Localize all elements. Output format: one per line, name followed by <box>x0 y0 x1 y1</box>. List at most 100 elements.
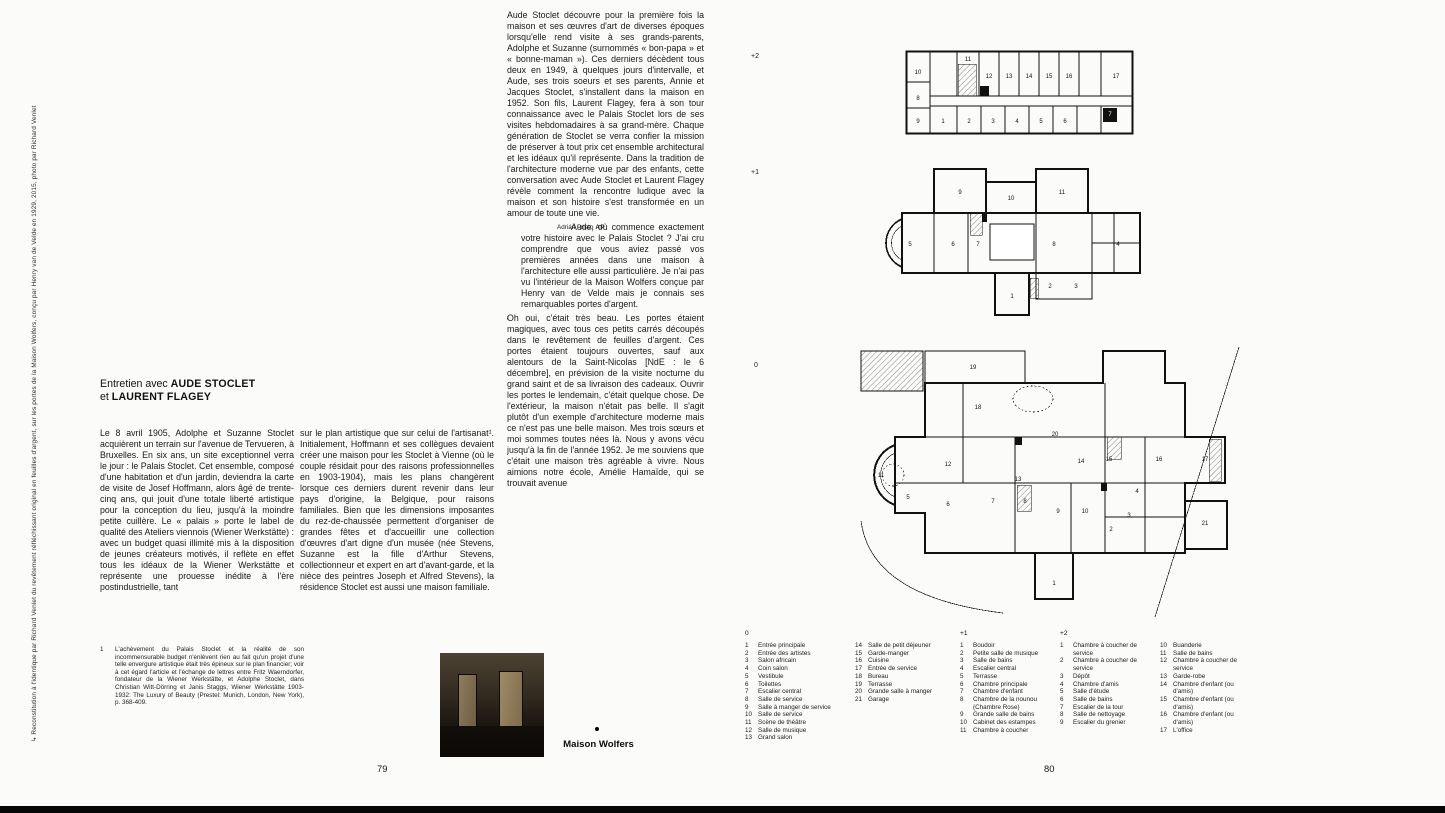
interview-question: Aude, où commence exactement votre histo… <box>521 222 704 309</box>
legend-item-number: 6 <box>960 680 964 688</box>
legend-item: 10 Salle de service <box>745 711 841 719</box>
interview-answer-block: Aude StocletAS Oh oui, c'était très beau… <box>507 313 704 489</box>
legend-item-label: Chambre à coucher de service <box>1073 657 1138 673</box>
article-column-3: Aude Stoclet découvre pour la première f… <box>507 10 704 630</box>
room-number: 16 <box>1156 457 1163 463</box>
legend-item-label: Garde-robe <box>1173 672 1206 680</box>
legend-item: 17 Entrée de service <box>855 665 945 673</box>
legend-item: 18 Bureau <box>855 673 945 681</box>
room-number: 14 <box>1026 74 1033 80</box>
article-column-2: sur le plan artistique que sur celui de … <box>300 428 494 592</box>
room-number: 11 <box>878 473 885 479</box>
legend-item-number: 18 <box>855 672 863 680</box>
legend-item-number: 5 <box>1060 688 1064 696</box>
photo-door-right <box>499 670 524 731</box>
legend-item-number: 17 <box>855 665 863 673</box>
room-number: 8 <box>1052 242 1056 248</box>
legend-item-number: 4 <box>960 665 964 673</box>
room-number: 3 <box>1074 284 1078 290</box>
room-number: 7 <box>991 499 995 505</box>
legend-item-label: Salle de bains <box>973 657 1013 665</box>
legend-item-number: 10 <box>745 711 753 719</box>
room-number: 17 <box>1202 457 1209 463</box>
legend-item-number: 11 <box>745 719 752 727</box>
legend-item-label: Salon africain <box>758 657 797 665</box>
legend-item-label: Terrasse <box>868 680 893 688</box>
room-number: 21 <box>1202 521 1209 527</box>
legend-item: 4 Escalier central <box>960 665 1045 673</box>
legend-item-label: Cuisine <box>868 657 889 665</box>
legend-item-number: 10 <box>960 719 968 727</box>
room-number: 7 <box>1108 112 1112 118</box>
heading-name-2: LAURENT FLAGEY <box>111 391 212 403</box>
room-number: 14 <box>1078 459 1085 465</box>
legend-item-number: 16 <box>1160 711 1168 719</box>
legend-item-label: Escalier du grenier <box>1073 719 1126 727</box>
legend-item-label: Bureau <box>868 672 889 680</box>
room-number: 10 <box>1082 509 1089 515</box>
photo-margin-caption: ↳ Reconstitution à l'identique par Richa… <box>31 105 38 742</box>
legend-item-number: 3 <box>1060 672 1064 680</box>
legend-level-header: 0 <box>745 630 749 637</box>
room-number: 19 <box>970 365 977 371</box>
legend-item-label: Entrée de service <box>868 665 918 673</box>
legend-item-number: 9 <box>960 711 964 719</box>
article-heading: Entretien avec AUDE STOCLET et LAURENT F… <box>100 378 255 404</box>
legend-item-number: 8 <box>745 695 749 703</box>
legend-item-label: Escalier central <box>973 665 1017 673</box>
legend-item-label: Entrée principale <box>758 642 806 649</box>
legend-item-number: 10 <box>1160 642 1168 649</box>
page-number-right: 80 <box>1044 763 1055 774</box>
legend-item-label: Boudoir <box>973 642 995 649</box>
interviewer-name: Adrián Prieto <box>557 224 594 231</box>
interview-answer: Oh oui, c'était très beau. Les portes ét… <box>507 313 704 488</box>
legend-item-label: Chambre principale <box>973 680 1028 688</box>
room-number: 17 <box>1113 74 1120 80</box>
legend-item-number: 17 <box>1160 726 1168 734</box>
room-number: 3 <box>991 119 995 125</box>
legend-item-label: Salle de bains <box>1073 695 1113 703</box>
legend-level-header: +1 <box>960 630 968 637</box>
room-number: 5 <box>1039 119 1043 125</box>
room-number: 20 <box>1052 432 1059 438</box>
legend-item-label: Grand salon <box>758 734 793 742</box>
legend-item-label: Cabinet des estampes <box>973 719 1036 727</box>
photo-door-left <box>457 673 478 730</box>
room-number: 3 <box>1127 513 1131 519</box>
legend-item-number: 4 <box>1060 680 1064 688</box>
legend-item-label: Chambre à coucher de service <box>1173 657 1238 673</box>
legend-item-label: Chambre à coucher <box>973 726 1029 734</box>
room-number: 8 <box>916 96 920 102</box>
room-number: 2 <box>1109 527 1113 533</box>
legend-item-label: Salle de service <box>758 711 803 719</box>
